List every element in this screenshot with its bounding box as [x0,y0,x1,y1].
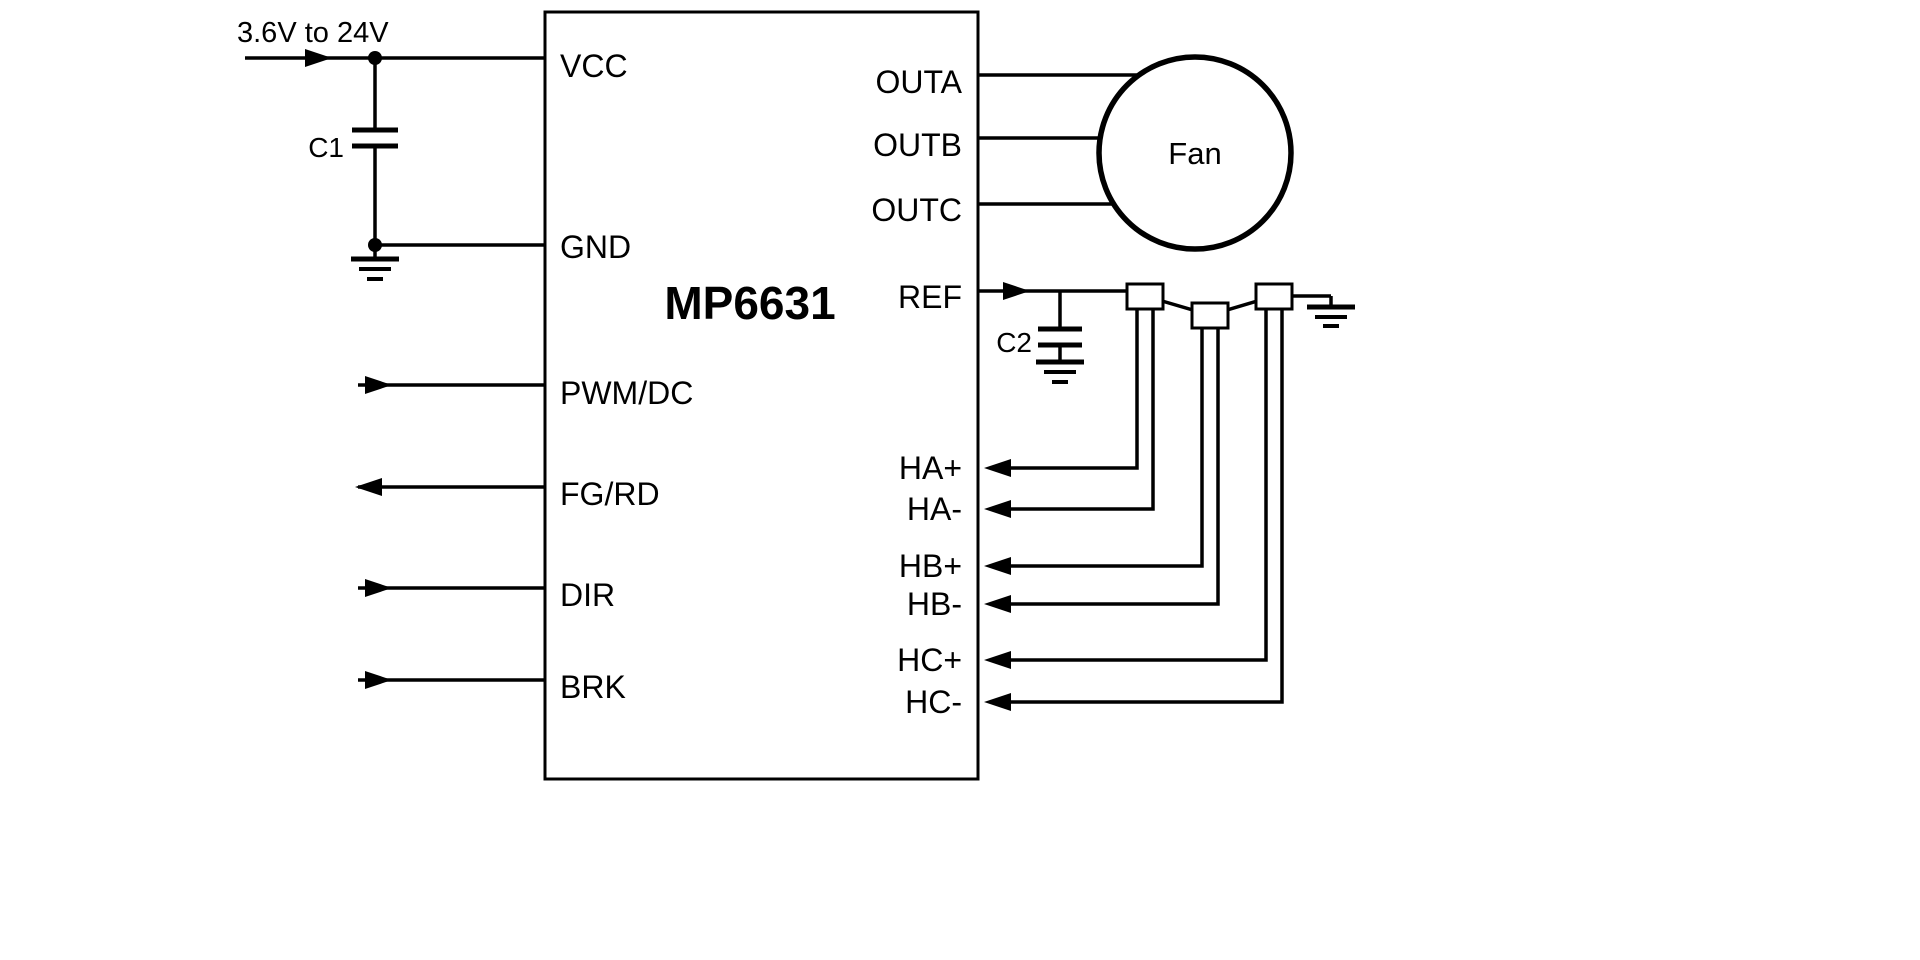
supply-voltage-label: 3.6V to 24V [237,17,389,49]
pin-label-dir: DIR [560,577,615,613]
ha-minus-arrow-icon [984,500,1011,518]
ic-block: MP6631 VCC GND PWM/DC FG/RD DIR BRK OUTA… [543,10,980,781]
hc-minus-wire [990,300,1284,704]
pin-label-vcc: VCC [560,48,628,84]
pin-label-hb-plus: HB+ [899,548,962,584]
hb-plus-arrow-icon [984,557,1011,575]
ic-name: MP6631 [664,277,835,329]
pin-label-brk: BRK [560,669,626,705]
ref-hall-circuit: C2 [978,282,1355,711]
hall-sensor-a [1125,282,1165,311]
ha-minus-wire [990,300,1155,511]
supply-input-circuit: 3.6V to 24V C1 [237,17,545,281]
ic-outline [543,10,980,781]
hall-supply-link-wire [1144,294,1331,317]
fan-motor-symbol [1096,54,1294,252]
pin-label-outb: OUTB [873,127,962,163]
pin-label-ref: REF [898,279,962,315]
hall-sensor-b [1190,301,1230,330]
pin-label-outc: OUTC [871,192,962,228]
hall-sensor-c [1254,282,1294,311]
hc-minus-arrow-icon [984,693,1011,711]
c1-label: C1 [308,132,344,163]
pin-label-pwmdc: PWM/DC [560,375,693,411]
ref-output-arrow-icon [1003,282,1030,300]
hc-plus-wire [990,300,1268,662]
pin-label-gnd: GND [560,229,631,265]
pin-label-outa: OUTA [875,64,962,100]
pin-label-hc-minus: HC- [905,684,962,720]
control-signal-wires [355,376,545,689]
brk-input-arrow-icon [365,671,392,689]
pin-label-ha-minus: HA- [907,491,962,527]
ground-symbol-right [1307,296,1355,328]
dir-input-arrow-icon [365,579,392,597]
fgrd-output-arrow-icon [355,478,382,496]
hb-plus-wire [990,318,1204,568]
hc-plus-arrow-icon [984,651,1011,669]
pin-label-hb-minus: HB- [907,586,962,622]
pwmdc-input-arrow-icon [365,376,392,394]
ha-plus-arrow-icon [984,459,1011,477]
hb-minus-arrow-icon [984,595,1011,613]
pin-label-hc-plus: HC+ [897,642,962,678]
pin-label-fgrd: FG/RD [560,476,660,512]
pin-label-ha-plus: HA+ [899,450,962,486]
c2-label: C2 [996,327,1032,358]
ground-symbol-left [351,245,399,281]
ha-plus-wire [990,300,1139,470]
fan-circuit: Fan [978,54,1294,252]
vcc-arrow-icon [305,49,332,67]
ground-symbol-c2 [1036,359,1084,384]
fan-label: Fan [1168,136,1221,171]
hb-minus-wire [990,318,1220,606]
